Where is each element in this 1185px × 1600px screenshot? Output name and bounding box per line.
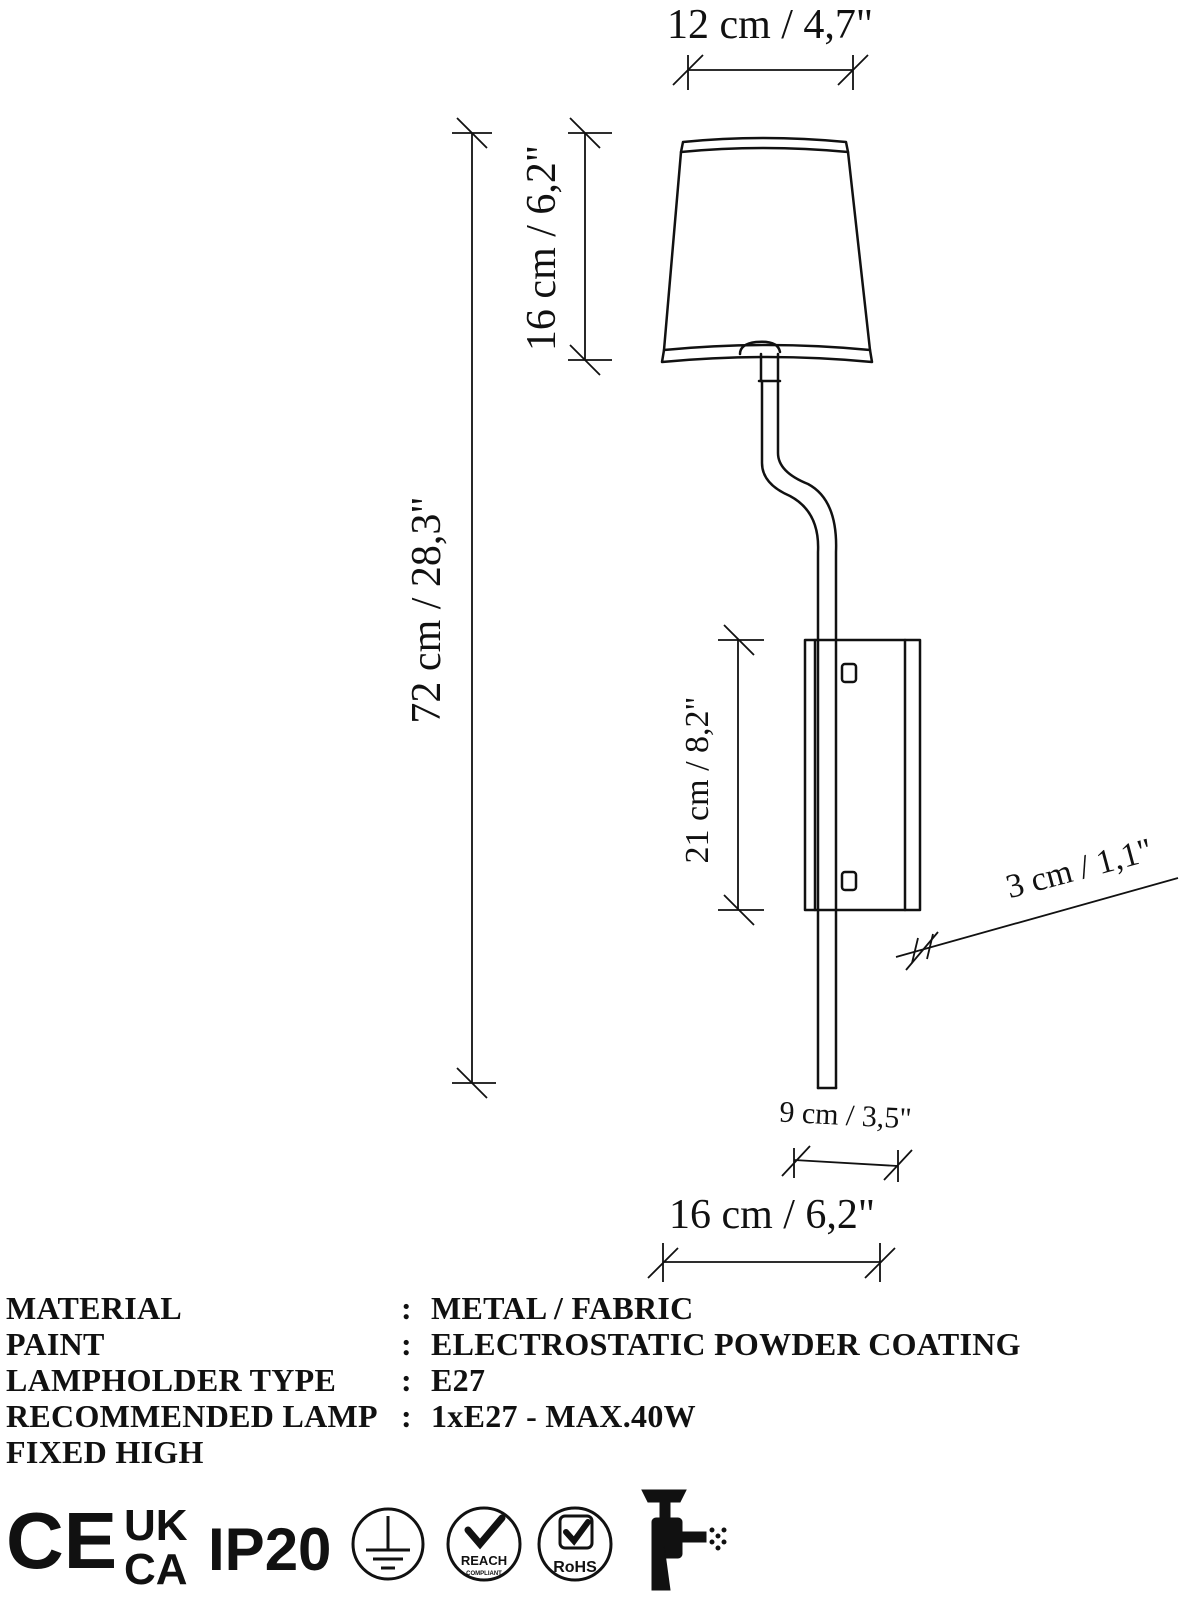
shade-height-label: 16 cm / 6,2" bbox=[519, 145, 565, 351]
spec-label: RECOMMENDED LAMP bbox=[6, 1397, 378, 1434]
ground-symbol-icon bbox=[351, 1507, 425, 1581]
svg-text:CE: CE bbox=[6, 1496, 117, 1585]
svg-text:UK: UK bbox=[124, 1501, 188, 1550]
svg-text:COMPLIANT: COMPLIANT bbox=[466, 1571, 502, 1577]
certification-marks: CE UK CA IP20 REACH COMPLIANT RoHS bbox=[6, 1489, 727, 1594]
spec-separator: : bbox=[401, 1325, 412, 1362]
spec-value: ELECTROSTATIC POWDER COATING bbox=[431, 1325, 1021, 1362]
spec-row-material: MATERIAL : METAL / FABRIC bbox=[6, 1290, 1176, 1326]
spec-separator: : bbox=[401, 1361, 412, 1398]
spec-label: FIXED HIGH bbox=[6, 1433, 204, 1470]
lamp-technical-drawing: 12 cm / 4,7" 16 cm / 6,2" 72 cm / 28,3" … bbox=[404, 2, 1179, 1282]
svg-text:REACH: REACH bbox=[461, 1553, 507, 1568]
lamp-shade bbox=[660, 136, 874, 364]
spec-value: METAL / FABRIC bbox=[431, 1289, 694, 1326]
spec-row-paint: PAINT : ELECTROSTATIC POWDER COATING bbox=[6, 1326, 1176, 1362]
reach-check-icon: REACH COMPLIANT bbox=[446, 1506, 522, 1582]
spec-label: PAINT bbox=[6, 1325, 105, 1362]
spec-row-recommended-lamp: RECOMMENDED LAMP : 1xE27 - MAX.40W bbox=[6, 1398, 1176, 1434]
spec-value: E27 bbox=[431, 1361, 486, 1398]
spec-table: MATERIAL : METAL / FABRIC PAINT : ELECTR… bbox=[6, 1290, 1176, 1470]
plate-depth-label: 3 cm / 1,1" bbox=[1002, 832, 1156, 907]
plate-height-label: 21 cm / 8,2" bbox=[679, 697, 716, 864]
spec-value: 1xE27 - MAX.40W bbox=[431, 1397, 696, 1434]
ukca-mark-icon: UK CA bbox=[124, 1501, 188, 1594]
rohs-check-icon: RoHS bbox=[537, 1506, 613, 1582]
svg-text:CA: CA bbox=[124, 1545, 188, 1594]
ce-mark-icon: CE bbox=[6, 1496, 117, 1585]
spray-gun-icon bbox=[641, 1489, 727, 1591]
plate-width-label: 9 cm / 3,5" bbox=[779, 1096, 913, 1136]
ip-rating: IP20 bbox=[208, 1516, 331, 1583]
wall-plate bbox=[803, 638, 922, 912]
total-height-label: 72 cm / 28,3" bbox=[404, 496, 450, 723]
spec-row-lampholder: LAMPHOLDER TYPE : E27 bbox=[6, 1362, 1176, 1398]
shade-width-label: 12 cm / 4,7" bbox=[667, 2, 873, 48]
total-width-label: 16 cm / 6,2" bbox=[669, 1192, 875, 1238]
spec-separator: : bbox=[401, 1397, 412, 1434]
spec-separator: : bbox=[401, 1289, 412, 1326]
spec-label: LAMPHOLDER TYPE bbox=[6, 1361, 337, 1398]
lamp-stem bbox=[757, 352, 838, 1090]
spec-label: MATERIAL bbox=[6, 1289, 183, 1326]
spec-row-fixed-high: FIXED HIGH bbox=[6, 1434, 1176, 1470]
svg-text:RoHS: RoHS bbox=[553, 1559, 597, 1576]
